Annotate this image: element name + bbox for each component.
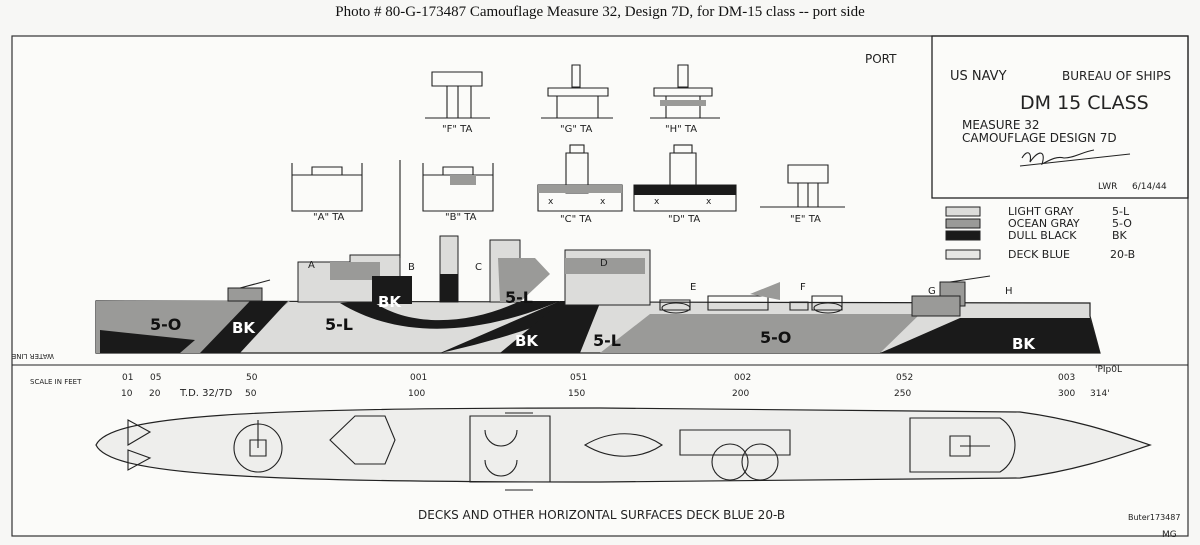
hull-label-bk: BK bbox=[1012, 335, 1036, 353]
detail-f: "F" TA bbox=[425, 71, 490, 135]
scale-tick: 50 bbox=[245, 389, 257, 399]
legend-name: OCEAN GRAY bbox=[1008, 217, 1080, 230]
arrow-letter: H bbox=[1005, 286, 1013, 297]
detail-label: "A" TA bbox=[313, 212, 345, 223]
measure-label: MEASURE 32 bbox=[962, 118, 1040, 132]
scale-tick: 'PIр0L bbox=[1095, 365, 1122, 375]
svg-text:x: x bbox=[654, 197, 660, 207]
initials-label: LWR bbox=[1098, 182, 1117, 192]
scale-tick: 05 bbox=[150, 373, 161, 383]
detail-g: "G" TA bbox=[541, 64, 613, 135]
title-block: PORT US NAVY BUREAU OF SHIPS DM 15 CLASS… bbox=[865, 35, 1189, 199]
hull-label-5l: 5-L bbox=[325, 315, 353, 334]
hull-label-5o: 5-O bbox=[760, 328, 791, 347]
arrow-letter: A bbox=[308, 260, 315, 271]
deck-note: DECKS AND OTHER HORIZONTAL SURFACES DECK… bbox=[418, 508, 785, 522]
detail-label: "D" TA bbox=[668, 214, 700, 225]
legend-code: 20-B bbox=[1110, 248, 1135, 261]
scale-tick: 150 bbox=[568, 389, 585, 399]
photo-reference: Buter173487 bbox=[1128, 513, 1180, 522]
svg-text:x: x bbox=[600, 197, 606, 207]
legend-code: 5-O bbox=[1112, 217, 1132, 230]
detail-label: "F" TA bbox=[442, 124, 472, 135]
waterline-label: WATER LINE bbox=[12, 352, 54, 360]
legend-name: DULL BLACK bbox=[1008, 229, 1077, 242]
legend-swatch-deck-blue bbox=[945, 249, 981, 260]
detail-label: "G" TA bbox=[560, 124, 592, 135]
scale-tick: 300 bbox=[1058, 389, 1075, 399]
detail-d: x x "D" TA bbox=[633, 144, 737, 225]
detail-label: "H" TA bbox=[665, 124, 697, 135]
legend-code: BK bbox=[1112, 229, 1128, 242]
ship-class-label: DM 15 CLASS bbox=[1020, 92, 1149, 114]
detail-c: x x "C" TA bbox=[537, 144, 623, 225]
legend-code: 5-L bbox=[1112, 205, 1130, 218]
scale-tick: 100 bbox=[408, 389, 425, 399]
ship-profile: BK BK BK BK 5-L 5-L 5-L 5-O 5-O A B C D … bbox=[95, 160, 1101, 354]
scale-tick: 200 bbox=[732, 389, 749, 399]
scale-tick: 50 bbox=[246, 373, 258, 383]
scale-tick: 01 bbox=[122, 373, 133, 383]
port-label: PORT bbox=[865, 52, 897, 66]
deck-plan bbox=[95, 407, 1152, 491]
arrow-letter: D bbox=[600, 258, 608, 269]
corner-mark: MG bbox=[1162, 530, 1177, 540]
color-legend: LIGHT GRAY 5-L OCEAN GRAY 5-O DULL BLACK… bbox=[945, 205, 1135, 261]
legend-swatch-ocean-gray bbox=[945, 218, 981, 229]
legend-swatch-dull-black bbox=[945, 230, 981, 241]
arrow-letter: B bbox=[408, 262, 415, 273]
detail-e: "E" TA bbox=[760, 164, 845, 225]
svg-text:x: x bbox=[548, 197, 554, 207]
scale-tick: 002 bbox=[734, 373, 751, 383]
scale-tick: 314' bbox=[1090, 389, 1110, 399]
scale-tick: 051 bbox=[570, 373, 587, 383]
detail-label: "C" TA bbox=[560, 214, 592, 225]
scale-tick: 250 bbox=[894, 389, 911, 399]
detail-label: "B" TA bbox=[445, 212, 477, 223]
arrow-letter: F bbox=[800, 282, 806, 293]
bureau-label: BUREAU OF SHIPS bbox=[1062, 69, 1171, 83]
date-label: 6/14/44 bbox=[1132, 182, 1167, 192]
detail-a: "A" TA bbox=[291, 163, 363, 223]
deck-outline bbox=[95, 407, 1152, 483]
arrow-letter: G bbox=[928, 286, 936, 297]
scale: WATER LINE SCALE IN FEET T.D. 32/7D 01 0… bbox=[12, 352, 1188, 399]
scale-label: SCALE IN FEET bbox=[30, 378, 82, 386]
detail-b: "B" TA bbox=[422, 163, 494, 223]
scale-tick: 001 bbox=[410, 373, 427, 383]
scale-tick: 052 bbox=[896, 373, 913, 383]
hull-label-bk: BK bbox=[232, 319, 256, 337]
photo-caption: Photo # 80-G-173487 Camouflage Measure 3… bbox=[335, 4, 865, 20]
scale-tick: 10 bbox=[121, 389, 133, 399]
signature bbox=[1019, 149, 1131, 167]
scale-tick: 003 bbox=[1058, 373, 1075, 383]
detail-label: "E" TA bbox=[790, 214, 821, 225]
svg-text:x: x bbox=[706, 197, 712, 207]
arrow-letter: C bbox=[475, 262, 482, 273]
hull-label-bk: BK bbox=[378, 293, 402, 311]
org-label: US NAVY bbox=[950, 69, 1007, 84]
detail-h: "H" TA bbox=[650, 64, 720, 135]
design-mark: T.D. 32/7D bbox=[179, 388, 233, 399]
hull-label-5l: 5-L bbox=[593, 331, 621, 350]
arrow-letter: E bbox=[690, 282, 696, 293]
legend-name: LIGHT GRAY bbox=[1008, 205, 1074, 218]
hull-label-5l: 5-L bbox=[505, 288, 533, 307]
legend-swatch-light-gray bbox=[945, 206, 981, 217]
scale-tick: 20 bbox=[149, 389, 161, 399]
hull-label-5o: 5-O bbox=[150, 315, 181, 334]
legend-name: DECK BLUE bbox=[1008, 248, 1070, 261]
hull-label-bk: BK bbox=[515, 332, 539, 350]
design-label: CAMOUFLAGE DESIGN 7D bbox=[962, 131, 1117, 145]
